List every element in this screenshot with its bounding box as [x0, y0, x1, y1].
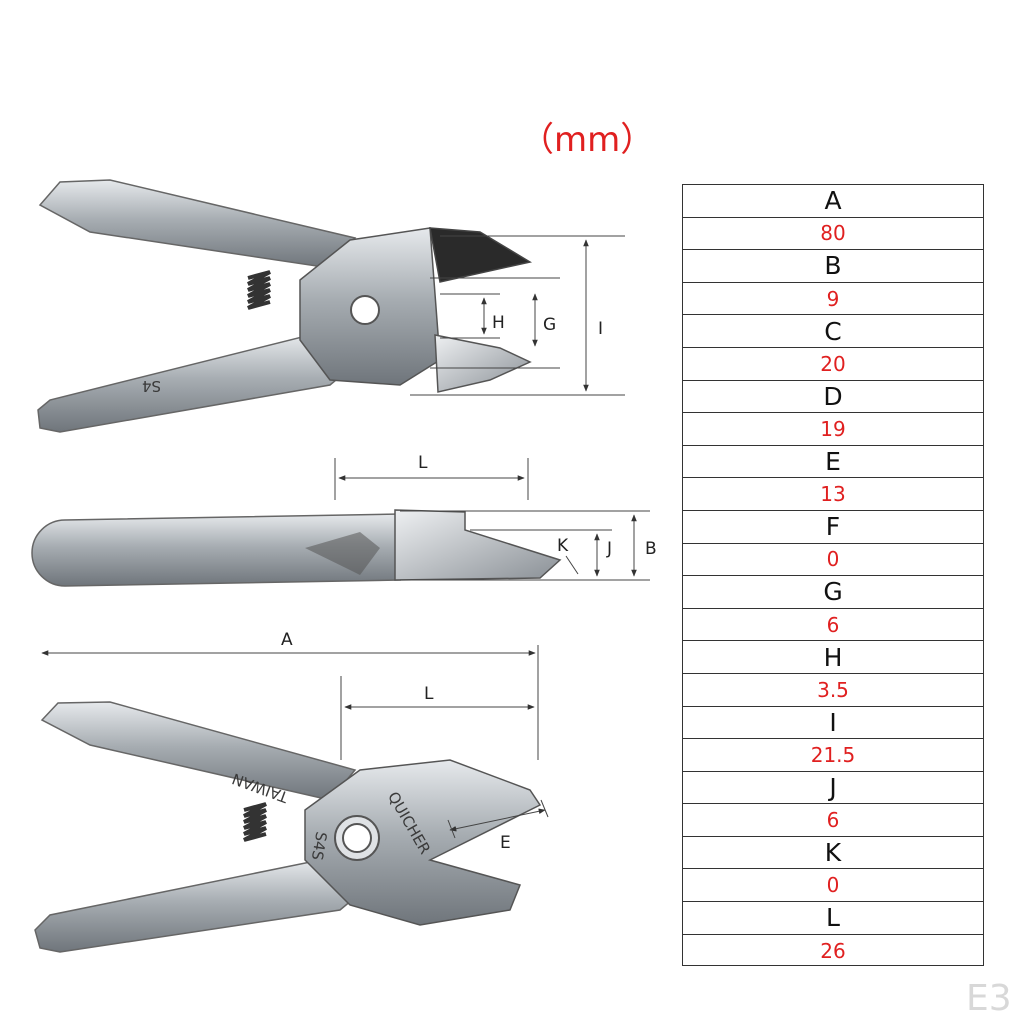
- spring: [247, 270, 271, 310]
- side-view-tool: [31, 509, 562, 587]
- top-dimension-lines: [410, 235, 625, 396]
- lower-blade: [434, 334, 532, 393]
- dim-label-A: A: [281, 630, 293, 650]
- spec-key-j: J: [683, 772, 983, 805]
- side-handle: [31, 513, 401, 587]
- dim-label-L-bottom: L: [424, 684, 434, 704]
- spec-key-e: E: [683, 446, 983, 479]
- side-head: [394, 509, 562, 581]
- spec-key-f: F: [683, 511, 983, 544]
- side-notch: [305, 532, 380, 575]
- spec-key-k: K: [683, 837, 983, 870]
- pivot-bore-bottom: [342, 823, 372, 853]
- spec-key-a: A: [683, 185, 983, 218]
- spec-key-l: L: [683, 902, 983, 935]
- dim-label-L-top: L: [418, 453, 428, 473]
- spec-value-g: 6: [683, 609, 983, 642]
- spec-value-c: 20: [683, 348, 983, 381]
- spec-value-l: 26: [820, 938, 846, 963]
- spec-key-i: I: [683, 707, 983, 740]
- spec-value-a: 80: [683, 218, 983, 251]
- bottom-dimension-lines: [41, 645, 549, 839]
- dim-label-I: I: [598, 319, 603, 339]
- side-dimension-lines: [334, 458, 650, 581]
- spec-key-h: H: [683, 641, 983, 674]
- spec-value-j: 6: [683, 804, 983, 837]
- upper-handle: [38, 179, 357, 269]
- dim-label-J: J: [606, 539, 612, 559]
- spec-key-g: G: [683, 576, 983, 609]
- dim-label-B: B: [645, 539, 657, 559]
- spring-bottom: [243, 802, 267, 842]
- spec-key-d: D: [683, 381, 983, 414]
- unit-label: （mm）: [520, 120, 655, 160]
- tool-dimension-diagram: S4 H G I L K J B: [31, 179, 657, 953]
- spec-value-k: 0: [683, 869, 983, 903]
- spec-value-b: 9: [683, 283, 983, 316]
- watermark: E3: [966, 978, 1012, 1019]
- spec-value-d: 19: [683, 413, 983, 446]
- model-stamp-bottom: S4S: [308, 830, 331, 861]
- spec-value-h: 3.5: [683, 674, 983, 707]
- dim-label-E: E: [500, 833, 511, 853]
- dim-label-G: G: [543, 315, 556, 335]
- pivot-hole: [350, 295, 380, 325]
- spec-value-f: 0: [683, 544, 983, 577]
- spec-key-c: C: [683, 315, 983, 348]
- dim-label-K: K: [557, 536, 569, 556]
- model-stamp-top: S4: [142, 377, 161, 395]
- spec-value-i: 21.5: [683, 739, 983, 772]
- pivot-head-bottom: [304, 759, 542, 926]
- upper-blade: [429, 227, 532, 283]
- top-view-tool: S4: [37, 179, 532, 433]
- bottom-view-tool: TAIWAN QUICHER S4S: [34, 701, 542, 953]
- upper-handle-bottom: [40, 701, 357, 801]
- dim-label-H: H: [492, 313, 505, 333]
- spec-key-b: B: [683, 250, 983, 283]
- spec-value-e: 13: [683, 478, 983, 511]
